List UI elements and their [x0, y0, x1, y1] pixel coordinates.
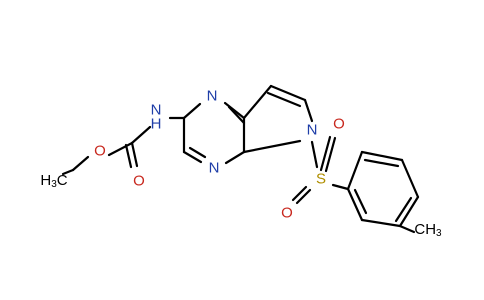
bond	[398, 224, 416, 234]
bond	[295, 188, 312, 205]
bond	[227, 105, 246, 125]
bond	[224, 150, 246, 165]
atom-label-oxygen: O	[281, 205, 293, 222]
atom-label-oxygen: O	[94, 143, 106, 160]
bond	[266, 91, 302, 108]
bond	[360, 218, 402, 228]
bond-layer	[61, 84, 420, 234]
bond	[242, 139, 302, 154]
bond	[124, 143, 133, 169]
bond	[107, 141, 134, 157]
bond	[346, 150, 364, 191]
methyl-label: CH3	[414, 221, 442, 239]
bond	[324, 136, 337, 173]
bond	[353, 188, 368, 215]
atom-label-nitrogen: N	[151, 102, 162, 119]
atom-label-sulfur: S	[316, 171, 326, 188]
methyl-label-subscript: 3	[51, 179, 57, 190]
bond	[130, 141, 139, 168]
bond	[182, 150, 203, 164]
atom-label-oxygen: O	[133, 173, 145, 190]
methyl-label-subscript: 3	[436, 228, 442, 239]
bond	[182, 102, 202, 120]
bond	[242, 84, 273, 120]
methyl-label-c: C	[57, 172, 68, 189]
atom-label-nitrogen: N	[207, 88, 218, 105]
bond	[360, 150, 404, 162]
atom-label-nitrogen: N	[209, 160, 220, 177]
atom-label-layer: N N N N H O O S O O H3C CH3	[40, 88, 442, 239]
bond	[130, 125, 152, 145]
atom-label-hydrogen: H	[151, 116, 162, 133]
methyl-label-h: H	[40, 172, 51, 189]
bond	[71, 155, 90, 172]
bond	[398, 195, 420, 228]
bond	[319, 135, 332, 172]
bond	[303, 98, 314, 123]
bond	[61, 168, 75, 176]
methyl-label-ch: CH	[414, 221, 436, 238]
bond	[331, 183, 350, 191]
bond	[291, 185, 308, 202]
bond	[363, 158, 400, 168]
bond	[394, 196, 413, 223]
atom-label-oxygen: O	[333, 116, 345, 133]
bond	[310, 140, 319, 169]
bond	[269, 84, 307, 102]
atom-label-nitrogen: N	[307, 122, 318, 139]
bond	[400, 158, 420, 199]
methyl-label: H3C	[40, 172, 67, 190]
bond	[223, 101, 246, 120]
bond	[346, 187, 364, 222]
bond	[188, 146, 207, 159]
